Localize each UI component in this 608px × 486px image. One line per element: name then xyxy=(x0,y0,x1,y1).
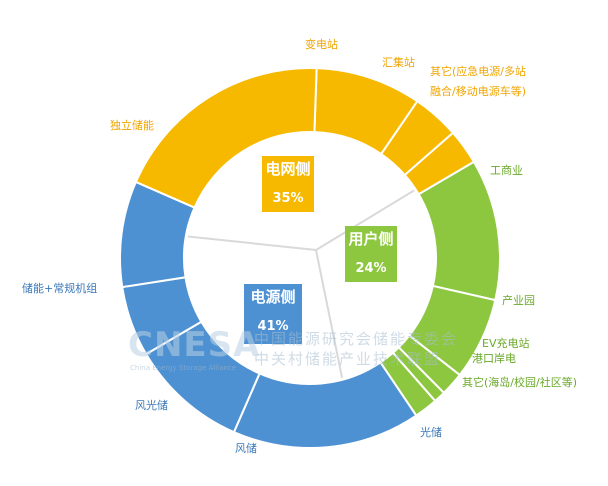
center-label-2: 电源侧 xyxy=(250,288,295,306)
center-box-2 xyxy=(244,284,302,344)
outer-label-5: EV充电站 xyxy=(482,336,529,350)
watermark-line-1: 中国能源研究会储能专委会 xyxy=(254,330,459,348)
center-pct-2: 41% xyxy=(257,319,288,334)
divider-line-1 xyxy=(315,249,344,378)
watermark-subtitle: China Energy Storage Alliance xyxy=(130,364,237,372)
center-pct-0: 35% xyxy=(272,191,303,206)
outer-label-12: 独立储能 xyxy=(110,118,154,132)
outer-label-0: 变电站 xyxy=(305,37,338,51)
outer-label-10: 风光储 xyxy=(135,398,168,412)
outer-label-4: 产业园 xyxy=(502,293,535,307)
outer-label-11: 储能+常规机组 xyxy=(22,281,97,295)
inner-dividers xyxy=(187,189,415,378)
outer-label-9: 风储 xyxy=(235,441,257,455)
cnesa-watermark: CNESA China Energy Storage Alliance 中国能源… xyxy=(128,328,468,376)
outer-label-1: 汇集站 xyxy=(382,55,415,69)
watermark-logo: CNESA xyxy=(128,325,261,365)
center-pct-1: 24% xyxy=(355,261,386,276)
outer-label-2: 其它(应急电源/多站融合/移动电源车等) xyxy=(430,64,526,98)
outer-ring xyxy=(119,67,501,449)
outer-label-8: 光储 xyxy=(420,425,442,439)
watermark-line-2: 中关村储能产业技术联盟 xyxy=(254,350,442,368)
center-label-0: 电网侧 xyxy=(265,160,310,178)
outer-label-3: 工商业 xyxy=(490,163,523,177)
divider-line-2 xyxy=(187,235,317,251)
outer-segment-12 xyxy=(134,67,318,209)
divider-line-0 xyxy=(315,189,415,251)
outer-label-7: 其它(海岛/校园/社区等) xyxy=(462,375,577,389)
outer-label-6: 港口岸电 xyxy=(472,352,516,365)
center-label-1: 用户侧 xyxy=(348,230,393,248)
center-box-0 xyxy=(262,156,314,212)
center-labels: 电网侧 35% 用户侧 24% 电源侧 41% xyxy=(244,156,397,344)
center-box-1 xyxy=(345,226,397,282)
